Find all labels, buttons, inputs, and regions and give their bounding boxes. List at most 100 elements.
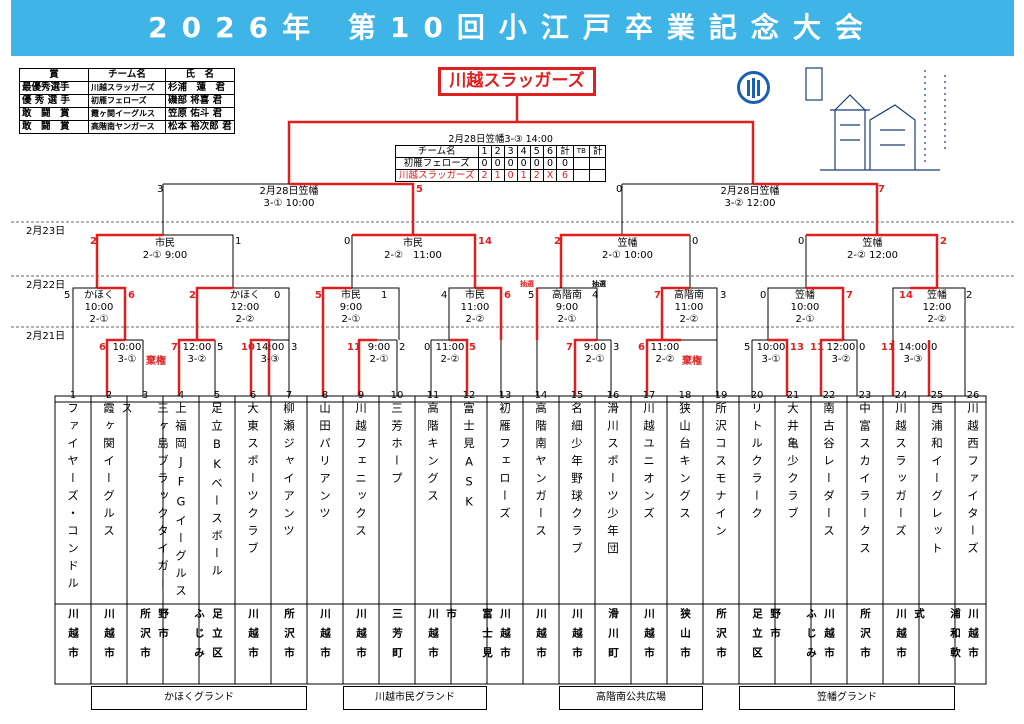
qf-score: 0 bbox=[344, 236, 351, 247]
score-col-header: 1 bbox=[477, 145, 492, 158]
team-cell: 初雁フェローズ bbox=[487, 402, 523, 602]
team-name: リトルクラーク bbox=[750, 402, 764, 525]
team-name: 所沢コスモナイン bbox=[714, 402, 728, 542]
r2-score: 4 bbox=[441, 290, 448, 301]
team-city: 川越市 bbox=[103, 608, 115, 667]
city-cell: 足立区 bbox=[199, 608, 235, 684]
team-number: 22 bbox=[822, 390, 836, 401]
r1-info: 3-② bbox=[831, 354, 851, 365]
score-cell bbox=[572, 169, 590, 182]
r1-info: 2-① bbox=[585, 354, 605, 365]
qf-info: 2-② 11:00 bbox=[384, 250, 442, 261]
r2-time: 12:00 bbox=[230, 302, 260, 313]
team-number: 16 bbox=[606, 390, 620, 401]
r2-venue: 市民 bbox=[341, 290, 361, 301]
r2-venue: 高階南 bbox=[674, 290, 704, 301]
r2-venue: 市民 bbox=[465, 290, 485, 301]
city-cell: 川越市 bbox=[487, 608, 523, 684]
r1-info: 3-① bbox=[117, 354, 137, 365]
r1-info: 3-① bbox=[761, 354, 781, 365]
team-cell: 南古谷レーダース bbox=[811, 402, 847, 602]
city-cell: 川越市 bbox=[523, 608, 559, 684]
score-cell: 0 bbox=[490, 157, 505, 170]
r2-venue: 笠幡 bbox=[795, 290, 815, 301]
lottery-note: 抽選 bbox=[520, 280, 534, 288]
date-label: 2月22日 bbox=[26, 280, 66, 291]
score-cell: 1 bbox=[490, 169, 505, 182]
semi-date: 2月28日笠幡 bbox=[259, 186, 319, 197]
r2-score: 6 bbox=[504, 290, 511, 301]
team-cell: 足立BKベースボール bbox=[199, 402, 235, 602]
qf-score: 2 bbox=[554, 236, 561, 247]
team-number: 15 bbox=[570, 390, 584, 401]
score-col-header: 計 bbox=[588, 145, 607, 158]
semi-info: 3-② 12:00 bbox=[724, 198, 776, 209]
team-number: 6 bbox=[249, 390, 257, 401]
qf-score: 14 bbox=[478, 236, 492, 247]
r1-score: 0 bbox=[424, 342, 431, 353]
r2-info: 2-① bbox=[341, 314, 361, 325]
score-cell bbox=[572, 157, 590, 170]
page-title: 2026年 第10回小江戸卒業記念大会 bbox=[148, 11, 877, 44]
team-number: 25 bbox=[930, 390, 944, 401]
r1-time: 10:00 bbox=[112, 342, 142, 353]
score-col-header: 2 bbox=[490, 145, 505, 158]
team-name: 上福岡JFGイーグルス bbox=[174, 402, 188, 602]
semi-score: 3 bbox=[157, 184, 164, 195]
team-city: ふじみ野市 bbox=[157, 608, 205, 667]
team-cell: 西浦和イーグレット bbox=[919, 402, 955, 602]
team-name: 柳瀬ジャイアンツ bbox=[282, 402, 296, 542]
r2-score: 5 bbox=[64, 290, 71, 301]
team-number: 3 bbox=[141, 390, 149, 401]
r1-score: 0 bbox=[931, 342, 938, 353]
r2-info: 2-① bbox=[795, 314, 815, 325]
city-cell: 足立区 bbox=[739, 608, 775, 684]
r1-score: 7 bbox=[566, 342, 573, 353]
r1-time: 11:00 bbox=[650, 342, 680, 353]
score-cell: 0 bbox=[529, 157, 544, 170]
team-number: 20 bbox=[750, 390, 764, 401]
team-name: 南古谷レーダース bbox=[822, 402, 836, 542]
r2-time: 9:00 bbox=[555, 302, 579, 313]
city-cell: 浦和軟式 bbox=[913, 608, 961, 684]
team-name: 川越ユニオンズ bbox=[642, 402, 656, 525]
semi-score: 5 bbox=[416, 184, 423, 195]
team-cell: 川越フェニックス bbox=[343, 402, 379, 602]
team-cell: ファイヤーズ・コンドル bbox=[55, 402, 91, 602]
team-name: 三芳ホープ bbox=[390, 402, 404, 490]
score-cell: 6 bbox=[556, 169, 574, 182]
score-cell: 0 bbox=[556, 157, 574, 170]
r2-info: 2-② bbox=[927, 314, 947, 325]
r1-score: 11 bbox=[810, 342, 824, 353]
date-label: 2月21日 bbox=[26, 331, 66, 342]
r1-score: 5 bbox=[744, 342, 751, 353]
team-number: 23 bbox=[858, 390, 872, 401]
team-cell: 川越スラッガーズ bbox=[883, 402, 919, 602]
r2-info: 2-② bbox=[679, 314, 699, 325]
team-number: 18 bbox=[678, 390, 692, 401]
team-number: 10 bbox=[390, 390, 404, 401]
score-cell: 0 bbox=[516, 157, 531, 170]
r2-score: 0 bbox=[760, 290, 767, 301]
team-city: 川越市 bbox=[427, 608, 439, 667]
r2-score: 2 bbox=[189, 290, 196, 301]
r1-info: 3-③ bbox=[260, 354, 280, 365]
r2-score: 1 bbox=[381, 290, 388, 301]
qf-score: 0 bbox=[798, 236, 805, 247]
team-city: 狭山市 bbox=[679, 608, 691, 667]
r2-time: 9:00 bbox=[339, 302, 363, 313]
team-city: 所沢市 bbox=[139, 608, 151, 667]
lottery-note: 抽選 bbox=[592, 280, 606, 288]
r1-score: 6 bbox=[638, 342, 645, 353]
team-number: 4 bbox=[177, 390, 185, 401]
team-number: 24 bbox=[894, 390, 908, 401]
team-cell: 霞ヶ関イーグルス bbox=[91, 402, 127, 602]
team-cell: 柳瀬ジャイアンツ bbox=[271, 402, 307, 602]
city-cell: 所沢市 bbox=[703, 608, 739, 684]
score-cell: 2 bbox=[477, 169, 492, 182]
final-score-table: 2月28日笠幡3-③ 14:00 チーム名 1 2 3 4 5 6 計 TB 計… bbox=[395, 134, 607, 182]
ground-label: かほくグランド bbox=[91, 686, 307, 710]
team-cell: 大井亀少クラブ bbox=[775, 402, 811, 602]
team-cell: 山田パリアンツ bbox=[307, 402, 343, 602]
